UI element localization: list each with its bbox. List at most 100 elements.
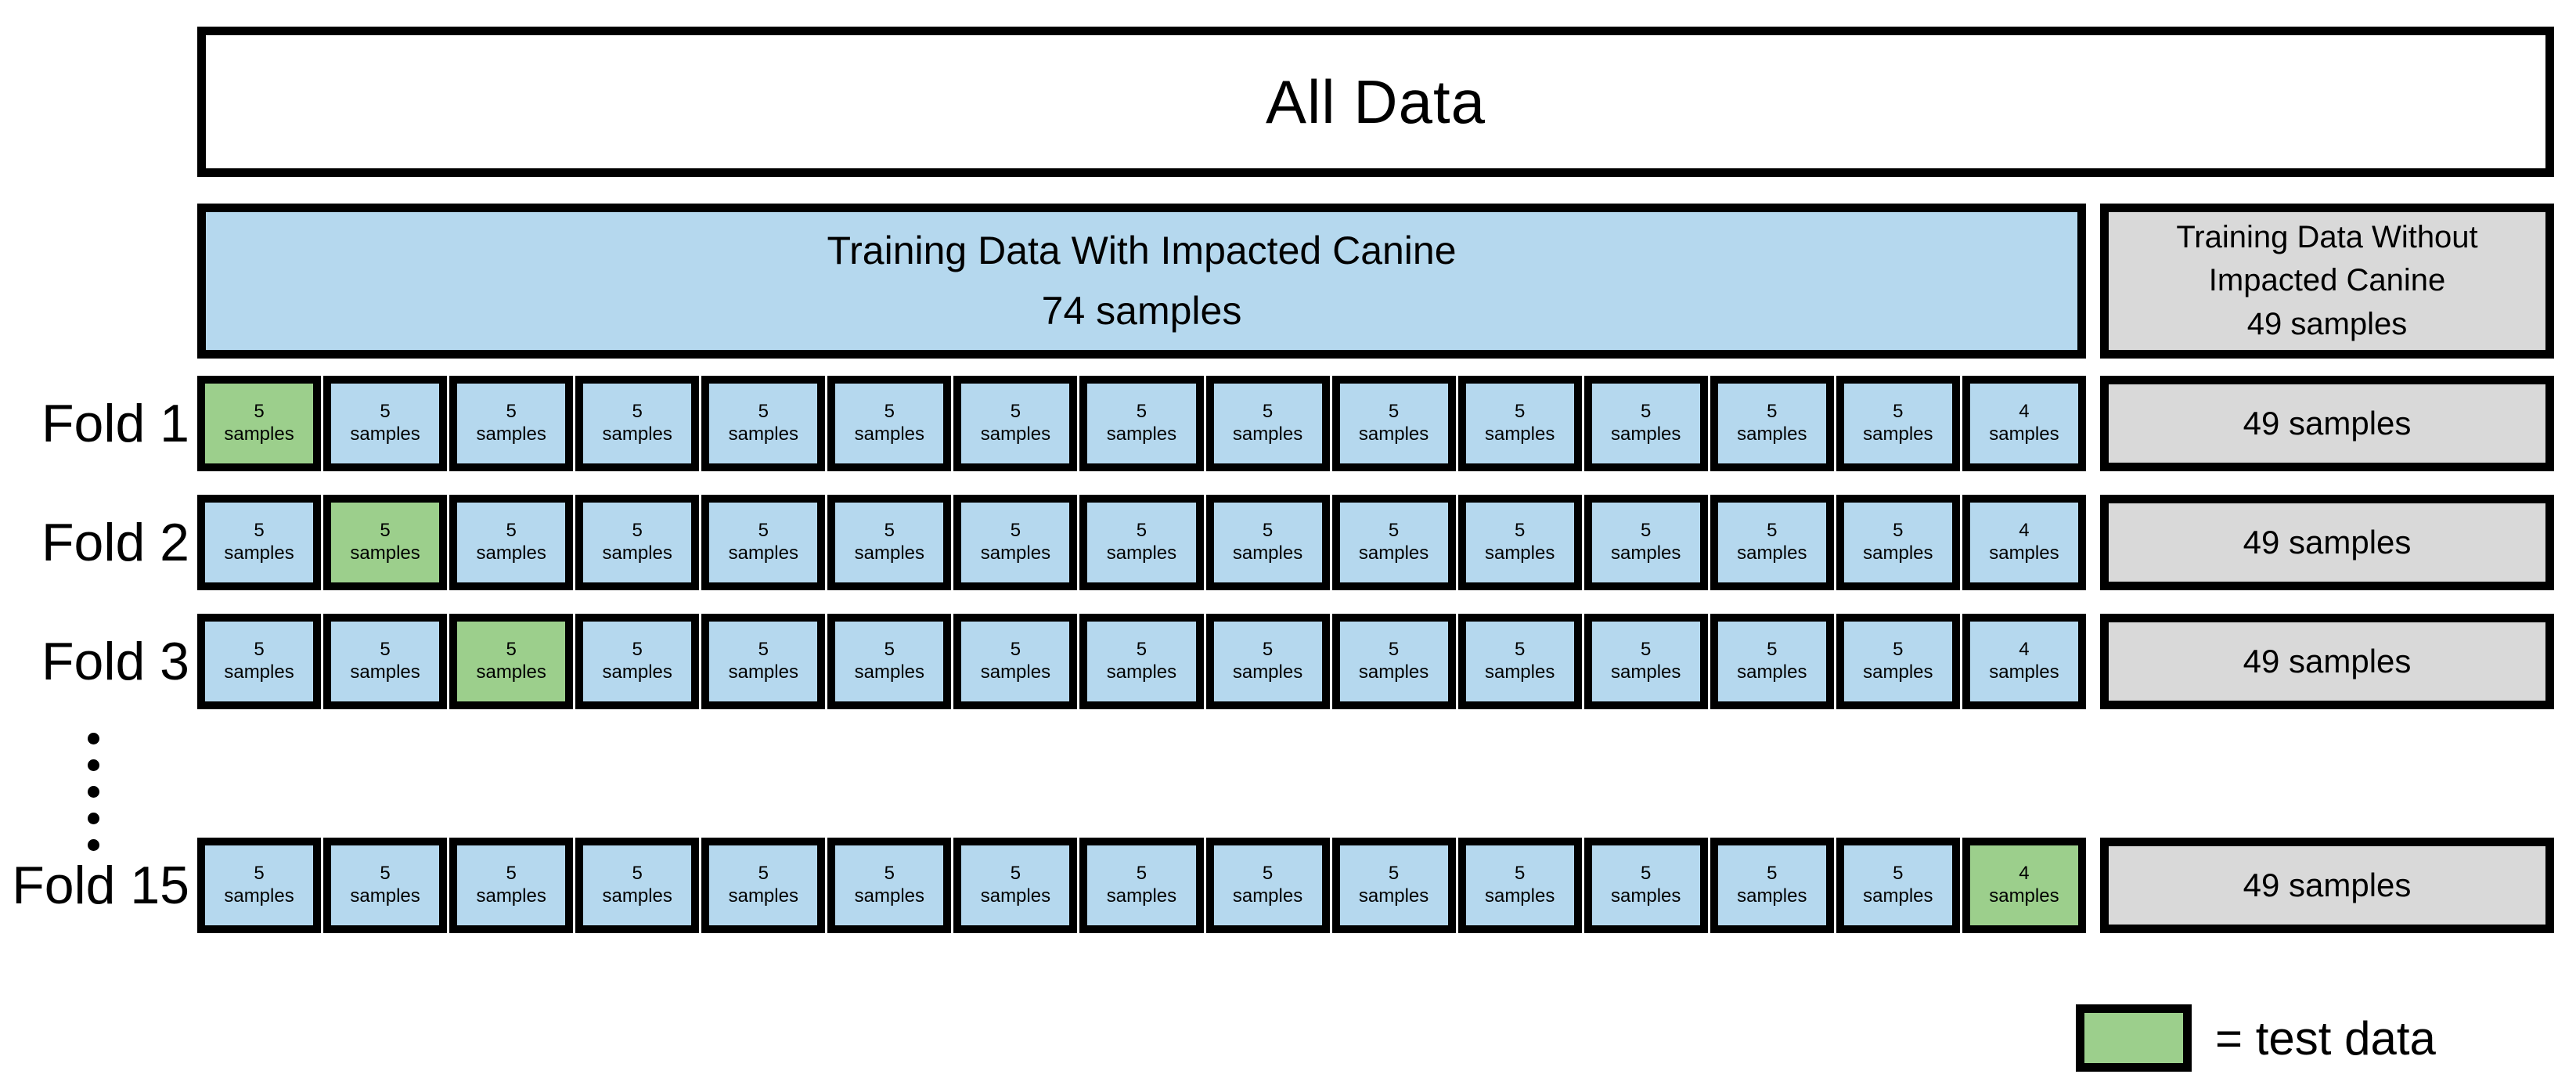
cell-count: 5 xyxy=(1388,639,1400,661)
cell-count: 5 xyxy=(1010,863,1021,885)
cell-count: 5 xyxy=(1641,863,1652,885)
cell-count: 5 xyxy=(380,401,391,423)
cell-count: 5 xyxy=(884,639,895,661)
cell-unit: samples xyxy=(728,885,798,907)
cell-count: 5 xyxy=(506,520,517,542)
cell-count: 5 xyxy=(506,401,517,423)
cell-unit: samples xyxy=(224,661,294,683)
cell-unit: samples xyxy=(224,424,294,445)
cell-count: 5 xyxy=(758,520,769,542)
cell-unit: samples xyxy=(1863,542,1933,564)
cell-unit: samples xyxy=(1989,542,2059,564)
cell-count: 5 xyxy=(1388,863,1400,885)
fold-label: Fold 3 xyxy=(41,632,189,691)
cell-count: 5 xyxy=(1010,520,1021,542)
cell-unit: samples xyxy=(980,542,1051,564)
ellipsis-dot xyxy=(88,786,99,798)
cell-unit: samples xyxy=(1863,885,1933,907)
cell-unit: samples xyxy=(1106,885,1177,907)
all-data-title: All Data xyxy=(1265,67,1486,136)
cell-count: 5 xyxy=(1010,639,1021,661)
cell-count: 5 xyxy=(1262,401,1274,423)
cell-count: 5 xyxy=(632,639,643,661)
cell-count: 5 xyxy=(254,401,265,423)
cell-count: 5 xyxy=(380,863,391,885)
cell-unit: samples xyxy=(1484,661,1555,683)
vertical-ellipsis xyxy=(88,733,99,851)
cell-unit: samples xyxy=(602,542,672,564)
cell-unit: samples xyxy=(1989,885,2059,907)
cell-count: 5 xyxy=(1767,863,1778,885)
training-without-line3: 49 samples xyxy=(2246,306,2408,341)
cell-unit: samples xyxy=(854,542,925,564)
ellipsis-dot xyxy=(88,839,99,851)
cell-unit: samples xyxy=(1737,424,1807,445)
cell-unit: samples xyxy=(1611,885,1681,907)
cell-unit: samples xyxy=(1989,424,2059,445)
cell-unit: samples xyxy=(1358,424,1429,445)
cell-unit: samples xyxy=(224,885,294,907)
cell-unit: samples xyxy=(476,424,546,445)
fold-label: Fold 1 xyxy=(41,394,189,453)
cell-unit: samples xyxy=(980,661,1051,683)
training-without-line1: Training Data Without xyxy=(2176,220,2478,255)
cell-unit: samples xyxy=(728,542,798,564)
cell-unit: samples xyxy=(1737,885,1807,907)
cell-unit: samples xyxy=(1232,424,1303,445)
cell-unit: samples xyxy=(1863,424,1933,445)
cell-count: 5 xyxy=(1388,520,1400,542)
cell-unit: samples xyxy=(476,542,546,564)
training-with-box: Training Data With Impacted Canine 74 sa… xyxy=(197,204,2086,359)
holdout-box: 49 samples xyxy=(2100,838,2554,933)
cell-count: 5 xyxy=(1641,401,1652,423)
cell-unit: samples xyxy=(728,661,798,683)
cell-unit: samples xyxy=(854,885,925,907)
ellipsis-dot xyxy=(88,759,99,771)
cell-unit: samples xyxy=(1106,661,1177,683)
cell-count: 5 xyxy=(1010,401,1021,423)
cell-unit: samples xyxy=(854,661,925,683)
cell-count: 5 xyxy=(758,639,769,661)
cell-unit: samples xyxy=(980,885,1051,907)
cell-unit: samples xyxy=(1358,661,1429,683)
cell-count: 5 xyxy=(1893,520,1904,542)
cell-unit: samples xyxy=(1484,885,1555,907)
fold-label: Fold 15 xyxy=(12,856,189,915)
